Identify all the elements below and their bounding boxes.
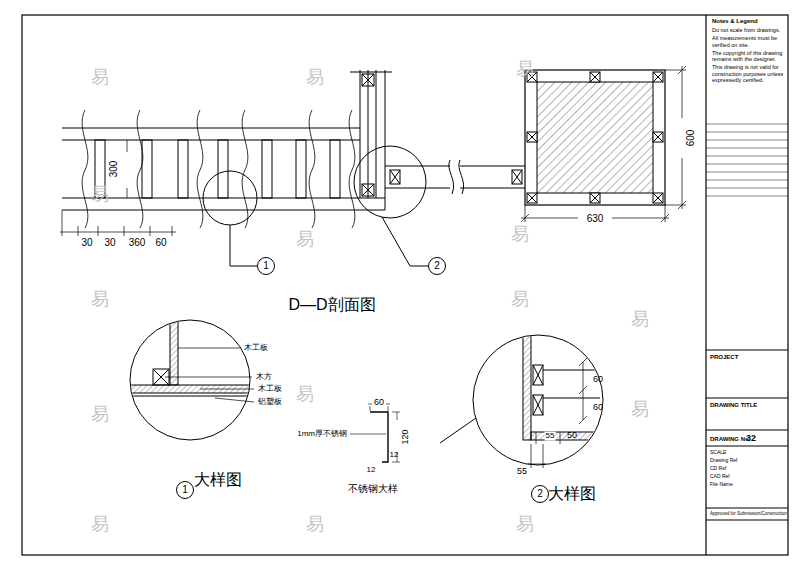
title-block-field: Approved for Submission/Construction: [710, 512, 787, 517]
dimension: 630: [586, 213, 605, 224]
callout-circle: 1: [257, 257, 275, 275]
dimension: 360: [129, 237, 146, 248]
callout-number: 1: [182, 485, 188, 495]
material-label: 铝塑板: [258, 398, 282, 407]
notes-heading: Notes & Legend: [712, 18, 786, 25]
material-label: 木工板: [244, 344, 268, 353]
material-label: 1mm厚不锈钢: [297, 430, 347, 439]
watermark: 易: [296, 230, 314, 250]
dimension: 60: [593, 403, 603, 413]
watermark: 易: [631, 310, 649, 330]
title-block-field: CD Ref: [710, 466, 726, 472]
material-label: 木工板: [258, 385, 282, 394]
callout-circle: 2: [531, 485, 549, 503]
watermark: 易: [516, 515, 534, 535]
drawing-number: 32: [746, 434, 756, 444]
watermark: 易: [91, 68, 109, 88]
dimension: 55: [517, 467, 527, 477]
title-block-field: SCALE: [710, 450, 726, 456]
callout-number: 1: [263, 261, 269, 271]
note-text: Do not scale from drawings.: [712, 27, 786, 33]
dimension: 120: [401, 429, 411, 444]
dimension: 50: [567, 431, 577, 441]
callout-number: 2: [537, 489, 543, 499]
note-text: The copyright of this drawing remains wi…: [712, 50, 786, 63]
note-text: All measurements must be verified on sit…: [712, 35, 786, 48]
title-block-field: CAD Ref: [710, 474, 730, 480]
title-block-field: File Name: [710, 482, 733, 488]
dimension: 30: [81, 237, 92, 248]
watermark: 易: [306, 515, 324, 535]
dimension: 60: [155, 237, 166, 248]
callout-circle: 2: [428, 257, 446, 275]
dimension: 12: [390, 451, 399, 460]
watermark: 易: [511, 290, 529, 310]
detail-title: 大样图: [548, 485, 596, 503]
callout-number: 2: [434, 261, 440, 271]
title-block-field: DRAWING TITLE: [710, 402, 757, 409]
dimension: 60: [593, 375, 603, 385]
watermark: 易: [631, 400, 649, 420]
view-title: D—D剖面图: [288, 296, 375, 314]
dimension: 12: [367, 466, 376, 475]
note-text: This drawing is not valid for constructi…: [712, 64, 786, 83]
watermark: 易: [516, 60, 534, 80]
detail-title: 大样图: [194, 471, 242, 489]
dimension: 60: [374, 398, 384, 408]
dimension: 30: [104, 237, 115, 248]
detail-title: 不锈钢大样: [348, 483, 398, 494]
watermark: 易: [511, 225, 529, 245]
watermark: 易: [91, 405, 109, 425]
watermark: 易: [91, 185, 109, 205]
dimension: 300: [108, 161, 119, 178]
title-block-field: Drawing Ref: [710, 458, 738, 464]
dimension: 600: [685, 130, 696, 147]
callout-circle: 1: [176, 481, 194, 499]
watermark: 易: [91, 515, 109, 535]
watermark: 易: [91, 290, 109, 310]
material-label: 木方: [256, 373, 272, 382]
watermark: 易: [306, 68, 324, 88]
watermark: 易: [296, 385, 314, 405]
title-block-field: DRAWING No.: [710, 436, 750, 443]
title-block-field: PROJECT: [710, 354, 738, 361]
dimension: 55: [545, 432, 556, 441]
